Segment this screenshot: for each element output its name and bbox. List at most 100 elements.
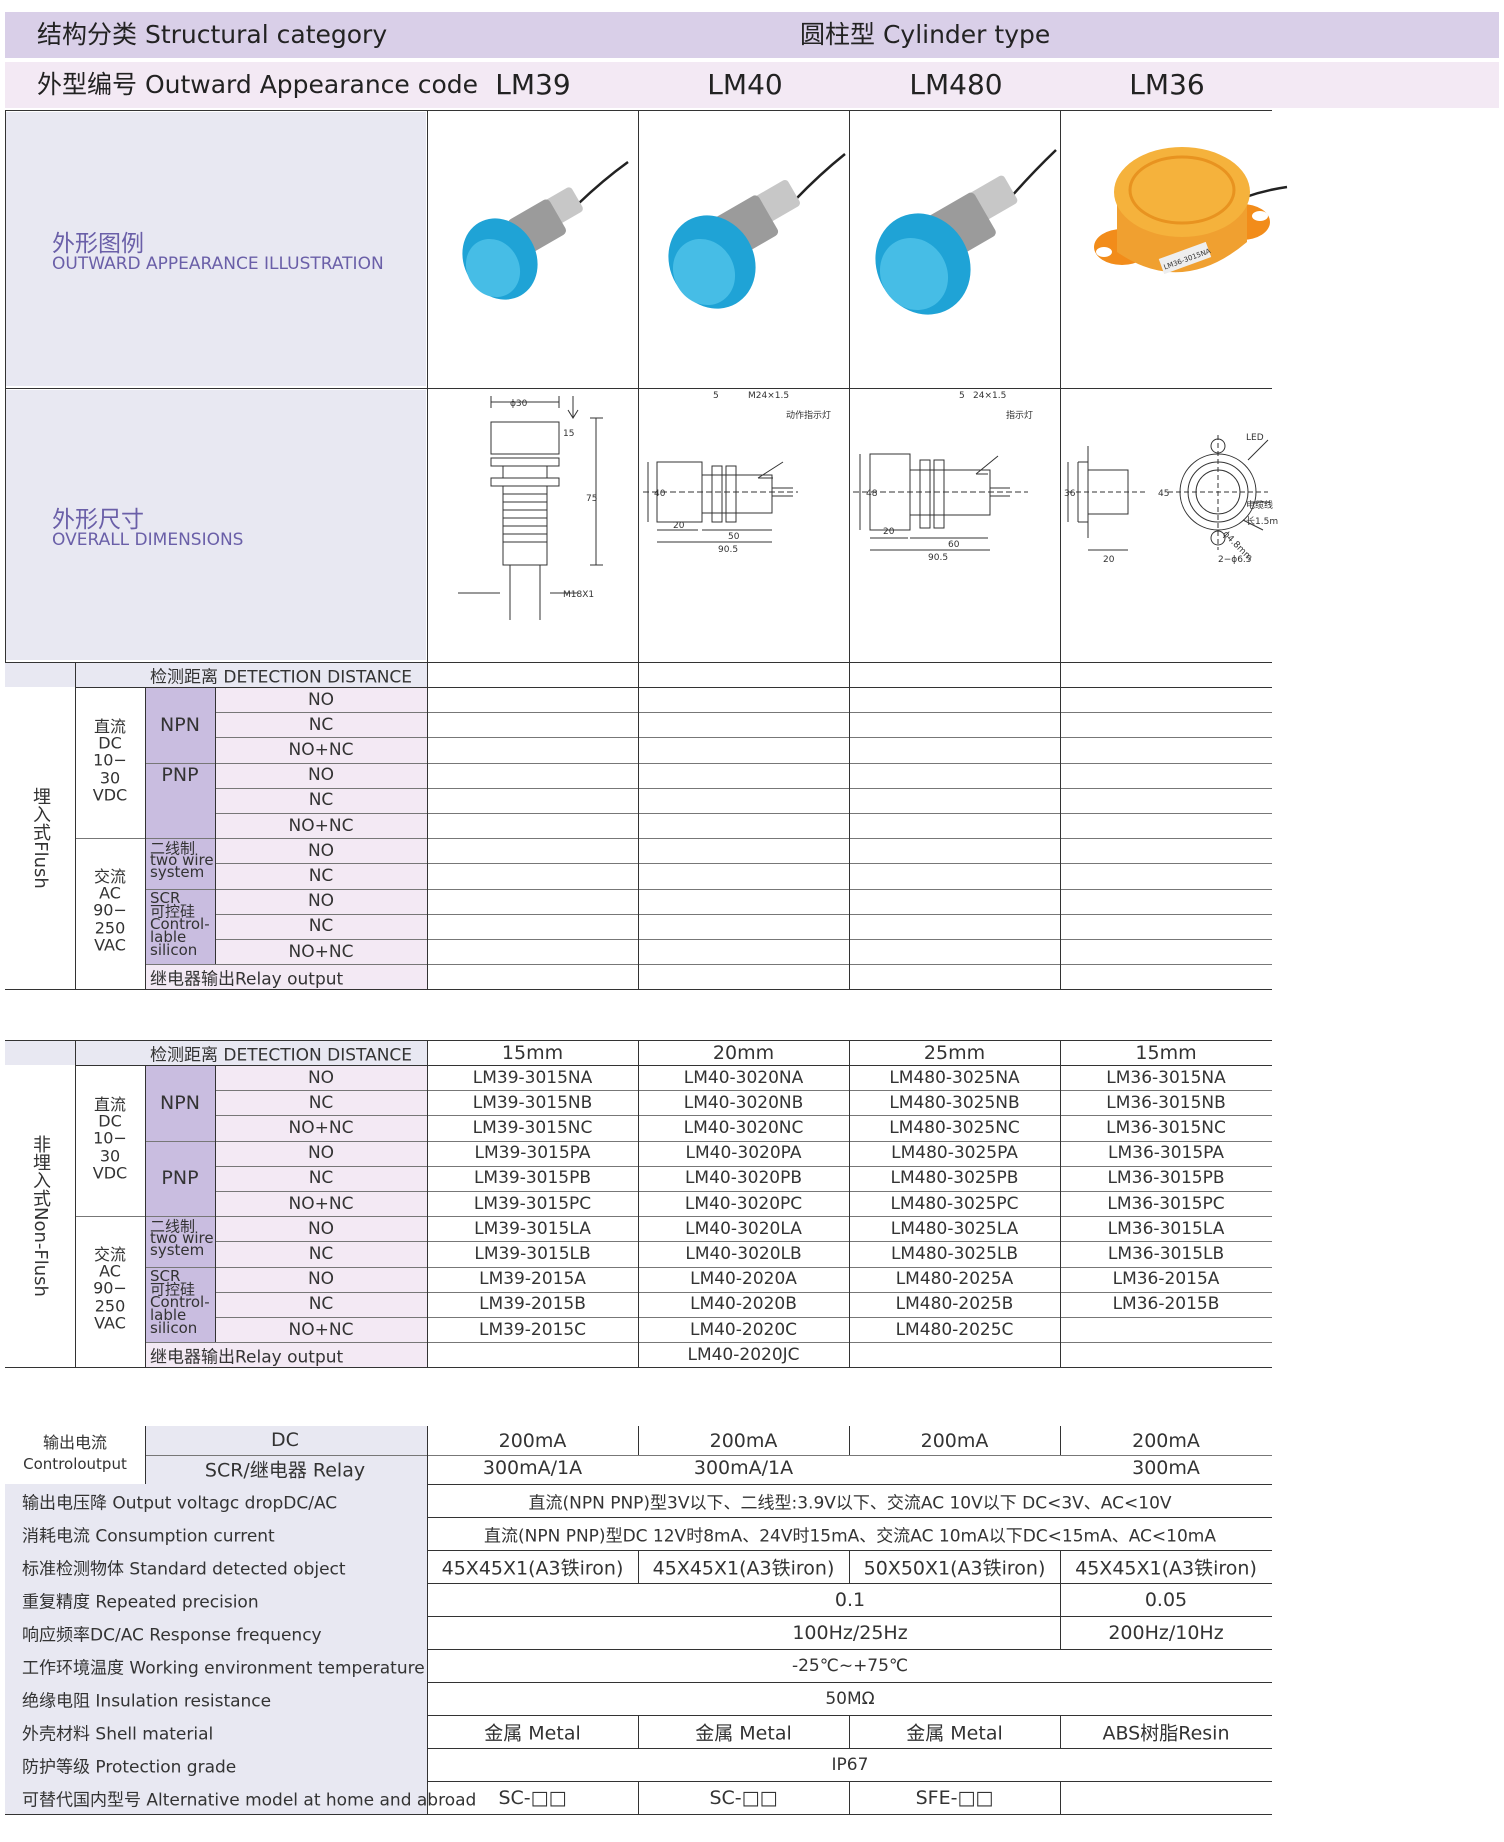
column-divider bbox=[1060, 1583, 1061, 1616]
model-code-cell: LM36-3015PC bbox=[1107, 1193, 1225, 1214]
model-code-cell: LM39-3015NA bbox=[472, 1067, 593, 1088]
spec-value: 0.05 bbox=[1144, 1588, 1188, 1611]
output-dc-value: 200mA bbox=[1132, 1430, 1200, 1452]
model-header-lm480: LM480 bbox=[909, 68, 1003, 101]
spec-value: 金属 Metal bbox=[906, 1722, 1003, 1744]
table-row-line bbox=[215, 813, 1272, 814]
spec-label-bg bbox=[5, 1484, 427, 1517]
relay-output-label: 继电器输出Relay output bbox=[150, 1347, 344, 1368]
model-code-cell: LM39-3015LA bbox=[474, 1218, 591, 1239]
model-code-cell: LM39-3015PB bbox=[473, 1168, 592, 1189]
spec-value: 45X45X1(A3铁iron) bbox=[1075, 1557, 1257, 1579]
spec-label: 绝缘电阻 Insulation resistance bbox=[22, 1691, 272, 1711]
model-header-lm40: LM40 bbox=[707, 68, 783, 101]
spec-row-line bbox=[5, 1517, 1272, 1518]
spec-value: 直流(NPN PNP)型3V以下、二线型:3.9V以下、交流AC 10V以下 D… bbox=[528, 1493, 1172, 1513]
model-code-cell: LM40-3020LB bbox=[685, 1244, 802, 1264]
column-divider bbox=[849, 1715, 850, 1748]
column-divider bbox=[427, 1583, 428, 1616]
dimension-drawings: ϕ30 15 75 M18X1 40 5 M24×1.5 动作指示灯 20 50… bbox=[458, 391, 1278, 620]
model-code-cell: LM36-2015B bbox=[1112, 1294, 1220, 1315]
output-current-label-cn: 输出电流 bbox=[42, 1433, 108, 1452]
model-code-cell: LM39-2015B bbox=[479, 1294, 586, 1315]
two-wire-label: two wire bbox=[150, 1229, 214, 1248]
spec-value: 200Hz/10Hz bbox=[1108, 1621, 1224, 1644]
model-code-cell: LM40-3020NB bbox=[683, 1092, 804, 1113]
detection-distance-label: 检测距离 DETECTION DISTANCE bbox=[150, 667, 413, 688]
output-scr-value: 300mA/1A bbox=[482, 1457, 583, 1479]
output-scr-value: 300mA bbox=[1132, 1457, 1200, 1479]
pnp-label: PNP bbox=[161, 1167, 199, 1190]
spec-value: 45X45X1(A3铁iron) bbox=[652, 1557, 835, 1579]
appearance-images: LM36-3015NA bbox=[462, 147, 1288, 315]
ac-type-bg bbox=[145, 838, 215, 965]
column-divider bbox=[427, 1616, 428, 1649]
dimensions-label-cn: 外形尺寸 bbox=[52, 507, 144, 533]
model-code-cell: LM39-3015PC bbox=[473, 1193, 592, 1214]
table-row-line bbox=[75, 1216, 1272, 1218]
column-divider bbox=[427, 1550, 428, 1583]
output-type-label: NO bbox=[307, 1067, 335, 1088]
table-row-line bbox=[215, 1090, 1272, 1092]
spec-value: 45X45X1(A3铁iron) bbox=[441, 1557, 624, 1579]
lm480-a: 5 bbox=[959, 391, 965, 401]
scr-label: Control- bbox=[150, 914, 210, 933]
spec-value: IP67 bbox=[831, 1754, 869, 1775]
lm36-holes: 2−ϕ6.5 bbox=[1218, 555, 1252, 565]
lm40-d: 90.5 bbox=[718, 545, 738, 555]
output-dc-label: DC bbox=[271, 1429, 299, 1451]
ac-voltage-label: 交流 bbox=[93, 867, 127, 886]
lm40-sensor-image bbox=[668, 153, 846, 309]
lm39-h2: 75 bbox=[586, 494, 597, 504]
column-divider bbox=[427, 1781, 428, 1814]
dimensions-label-cell: 外形尺寸 OVERALL DIMENSIONS bbox=[5, 390, 426, 660]
spec-label-bg bbox=[5, 1649, 427, 1682]
output-type-label: NO bbox=[307, 689, 335, 710]
column-divider bbox=[427, 1748, 428, 1781]
model-code-cell: LM480-2025A bbox=[895, 1269, 1014, 1290]
output-type-label: NO bbox=[307, 1218, 335, 1239]
spec-value: 0.1 bbox=[834, 1588, 866, 1611]
dc-voltage-label: VDC bbox=[92, 785, 128, 805]
scr-label: lable bbox=[150, 1305, 187, 1324]
output-type-bg bbox=[215, 687, 427, 965]
cylinder-type-label: 圆柱型 Cylinder type bbox=[800, 20, 1051, 49]
column-divider bbox=[1060, 1426, 1061, 1455]
two-wire-label: system bbox=[150, 863, 205, 882]
non-flush-label: 非埋入式Non-Flush bbox=[30, 1135, 51, 1298]
output-type-label: NC bbox=[308, 1294, 334, 1315]
column-divider bbox=[849, 662, 850, 990]
spec-row-line bbox=[5, 1682, 1272, 1683]
model-code-cell: LM40-2020B bbox=[690, 1294, 797, 1315]
two-wire-label: system bbox=[150, 1241, 205, 1260]
ac-voltage-label: 交流 bbox=[93, 1245, 127, 1264]
spec-value: 金属 Metal bbox=[484, 1722, 581, 1744]
output-type-label: NO bbox=[307, 1143, 335, 1164]
model-code-cell: LM36-3015PA bbox=[1108, 1143, 1224, 1164]
model-code-cell: LM480-3025NA bbox=[889, 1067, 1020, 1088]
lm40-h: 40 bbox=[654, 489, 666, 499]
column-divider bbox=[1060, 110, 1061, 662]
column-divider bbox=[1060, 1616, 1061, 1649]
spec-value: SFE-□□ bbox=[915, 1786, 994, 1809]
detection-row-line bbox=[75, 687, 1272, 688]
model-code-cell: LM40-3020NC bbox=[683, 1118, 804, 1138]
model-code-cell: LM36-3015PB bbox=[1107, 1168, 1225, 1189]
column-divider bbox=[849, 1426, 850, 1455]
spec-row-line bbox=[5, 1748, 1272, 1749]
column-divider bbox=[215, 687, 216, 965]
output-type-label: NC bbox=[308, 790, 334, 811]
spec-label-bg bbox=[5, 1715, 427, 1748]
lm39-sensor-image bbox=[462, 160, 629, 300]
column-divider bbox=[427, 662, 428, 990]
appearance-label-en: OUTWARD APPEARANCE ILLUSTRATION bbox=[52, 254, 384, 274]
model-code-cell: LM39-2015C bbox=[478, 1319, 587, 1340]
output-type-label: NC bbox=[308, 1168, 334, 1189]
output-type-label: NO+NC bbox=[288, 815, 354, 836]
lm40-c: 50 bbox=[728, 532, 740, 542]
detection-distance-value: 20mm bbox=[712, 1042, 775, 1064]
table-row-line bbox=[215, 939, 1272, 940]
column-divider bbox=[638, 1781, 639, 1814]
model-code-cell: LM36-3015LA bbox=[1107, 1218, 1225, 1239]
outward-code-label: 外型编号 Outward Appearance code bbox=[37, 70, 479, 99]
